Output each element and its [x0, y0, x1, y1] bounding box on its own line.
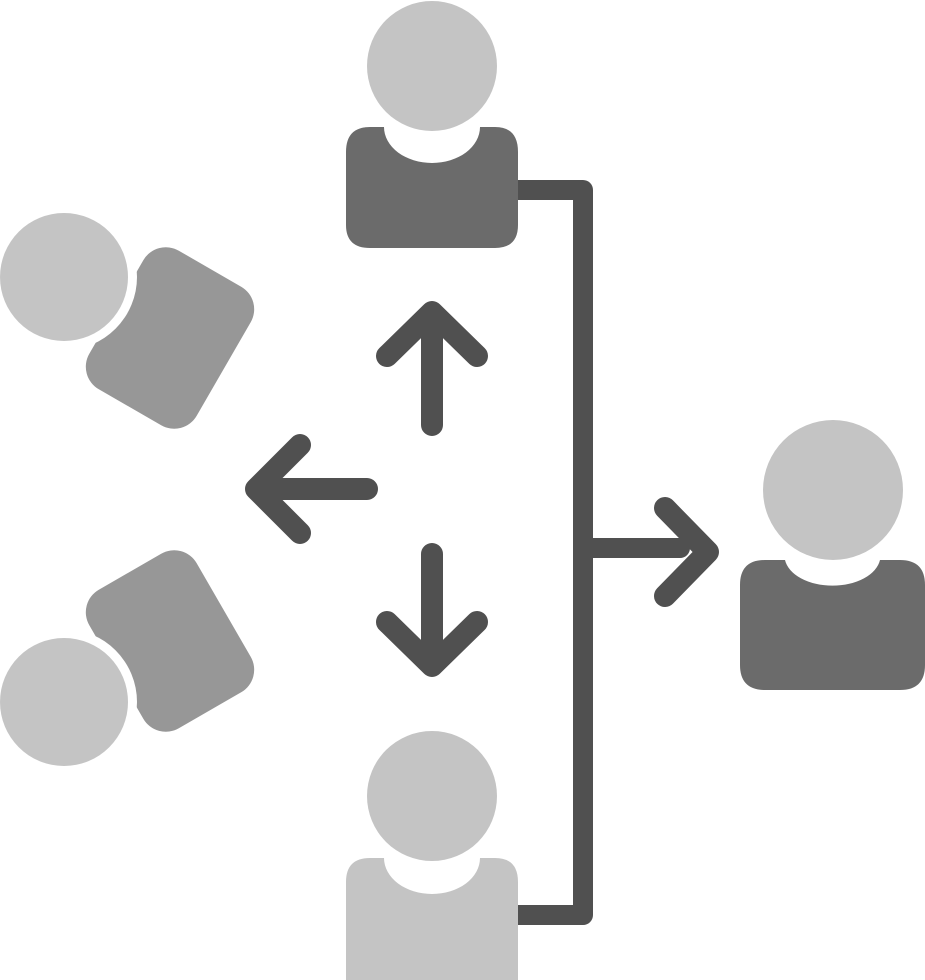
- user-head: [367, 1, 497, 131]
- user-body: [346, 858, 518, 980]
- connector-line: [495, 180, 690, 925]
- user-body: [346, 127, 518, 248]
- user-icon-lower-left: [0, 550, 255, 775]
- user-head: [763, 420, 903, 560]
- user-icon-right: [740, 412, 925, 690]
- user-head: [0, 213, 128, 341]
- arrow-down-icon: [376, 543, 488, 677]
- user-icon-bottom: [346, 723, 518, 980]
- user-icon-top: [346, 0, 518, 248]
- user-head: [367, 731, 497, 861]
- user-icon-upper-left: [0, 204, 255, 429]
- arrow-up-icon: [376, 301, 488, 436]
- user-body: [740, 560, 925, 690]
- arrow-right-icon: [654, 497, 719, 607]
- user-head: [0, 638, 128, 766]
- arrow-left-icon: [245, 434, 378, 544]
